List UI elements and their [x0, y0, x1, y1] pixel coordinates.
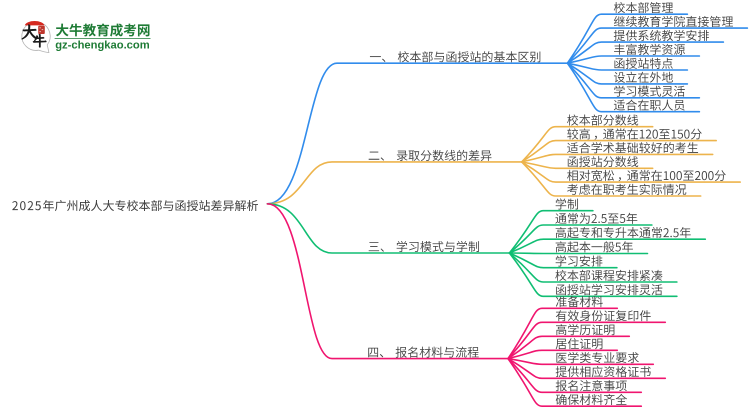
svg-text:gz-chengkao.com: gz-chengkao.com [55, 39, 150, 51]
